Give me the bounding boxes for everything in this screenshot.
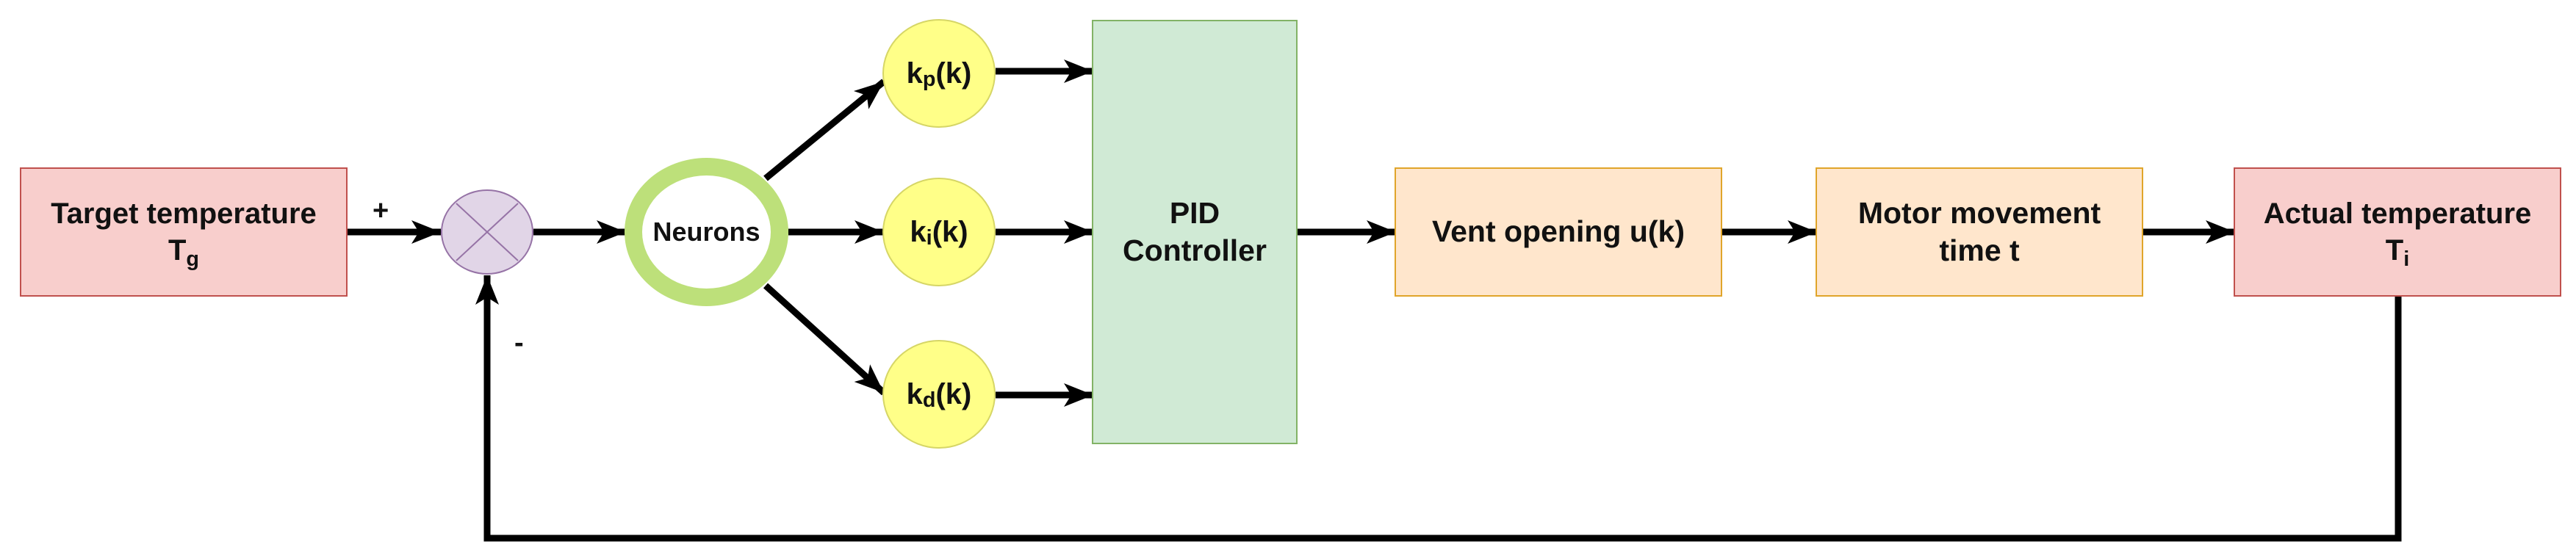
ki-subscript: i bbox=[926, 225, 932, 250]
target-symbol-subscript: g bbox=[186, 247, 200, 272]
neurons-label: Neurons bbox=[652, 217, 760, 247]
kd-suffix: (k) bbox=[935, 377, 972, 410]
actual-temperature-label: Actual temperature bbox=[2263, 198, 2532, 230]
motor-label-line1: Motor movement bbox=[1857, 195, 2101, 230]
actual-symbol-base: T bbox=[2385, 234, 2404, 267]
feedback-arrow bbox=[475, 275, 2402, 542]
motor-movement-block: Motor movement time t bbox=[1816, 167, 2143, 297]
target-temperature-block: Target temperature Tg bbox=[20, 167, 348, 297]
plus-sign: + bbox=[373, 195, 389, 226]
target-temperature-label: Target temperature bbox=[51, 198, 317, 230]
actual-symbol-subscript: i bbox=[2403, 247, 2410, 272]
minus-sign: - bbox=[514, 327, 524, 358]
ki-base: k bbox=[910, 215, 927, 248]
ki-suffix: (k) bbox=[932, 215, 968, 248]
kp-subscript: p bbox=[922, 67, 936, 91]
arrow-neurons-to-kp bbox=[763, 79, 886, 181]
arrow-neurons-to-kd bbox=[763, 283, 887, 396]
actual-temperature-block: Actual temperature Ti bbox=[2234, 167, 2561, 297]
pid-controller-block: PID Controller bbox=[1092, 20, 1298, 444]
motor-label-line2: time t bbox=[1939, 233, 2020, 267]
kp-base: k bbox=[906, 57, 923, 90]
target-temperature-symbol: Tg bbox=[168, 232, 200, 272]
kp-suffix: (k) bbox=[935, 57, 972, 90]
kd-base: k bbox=[906, 377, 923, 410]
vent-opening-label: Vent opening u(k) bbox=[1432, 214, 1685, 249]
pid-label-line2: Controller bbox=[1123, 233, 1267, 267]
pid-label-line1: PID bbox=[1169, 195, 1220, 230]
neurons-block: Neurons bbox=[625, 158, 788, 306]
vent-opening-block: Vent opening u(k) bbox=[1395, 167, 1722, 297]
actual-temperature-symbol: Ti bbox=[2385, 232, 2410, 272]
summing-junction bbox=[441, 189, 533, 275]
target-symbol-base: T bbox=[168, 234, 187, 267]
summing-junction-cross-2 bbox=[456, 203, 519, 261]
kd-subscript: d bbox=[922, 388, 936, 412]
